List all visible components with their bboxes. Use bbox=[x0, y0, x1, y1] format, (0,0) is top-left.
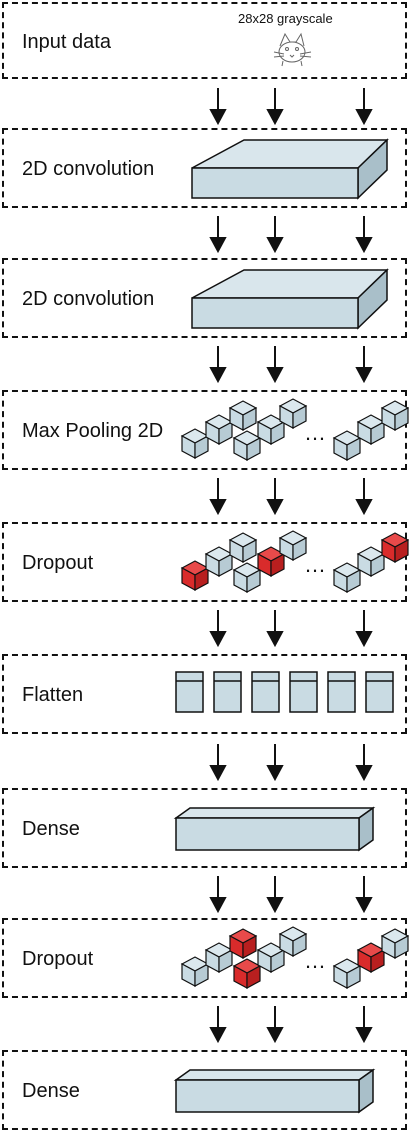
dense-layer: Dense bbox=[2, 1050, 407, 1130]
unit bbox=[204, 546, 234, 578]
layer-label: Dense bbox=[22, 1080, 80, 1102]
flatten-unit bbox=[289, 671, 318, 713]
unit bbox=[232, 562, 262, 594]
unit bbox=[180, 428, 210, 460]
input-caption: 28x28 grayscale bbox=[238, 11, 333, 26]
layer-label: Dense bbox=[22, 818, 80, 840]
conv2d-layer: 2D convolution bbox=[2, 128, 407, 208]
unit bbox=[256, 414, 286, 446]
dense-block bbox=[173, 1068, 376, 1114]
unit bbox=[204, 414, 234, 446]
layer-label: 2D convolution bbox=[22, 288, 155, 310]
arrows bbox=[209, 876, 373, 914]
unit bbox=[180, 956, 210, 988]
dropout-layer: Dropout … bbox=[2, 522, 409, 602]
arrows bbox=[209, 346, 373, 384]
layer-label: Dropout bbox=[22, 552, 94, 574]
layer-label: Dropout bbox=[22, 948, 94, 970]
arrows bbox=[209, 216, 373, 254]
dropout-cubes bbox=[180, 926, 409, 990]
flatten-units bbox=[175, 671, 394, 713]
conv2d-layer: 2D convolution bbox=[2, 258, 407, 338]
dropout-layer: Dropout … bbox=[2, 918, 409, 998]
unit bbox=[228, 400, 258, 432]
dropped-unit bbox=[232, 958, 262, 990]
flatten-unit bbox=[365, 671, 394, 713]
flatten-layer: Flatten bbox=[2, 654, 407, 734]
dropped-unit bbox=[380, 532, 409, 564]
unit bbox=[380, 928, 409, 960]
dropped-unit bbox=[256, 546, 286, 578]
arrows bbox=[209, 88, 373, 126]
dropped-unit bbox=[356, 942, 386, 974]
unit bbox=[228, 532, 258, 564]
layer-label: Flatten bbox=[22, 684, 84, 706]
ellipsis: … bbox=[304, 948, 326, 973]
flatten-unit bbox=[175, 671, 204, 713]
arrows bbox=[209, 610, 373, 648]
unit bbox=[278, 530, 308, 562]
dropout-cubes bbox=[180, 530, 409, 594]
ellipsis: … bbox=[304, 552, 326, 577]
maxpool-layer: Max Pooling 2D … bbox=[2, 390, 409, 470]
flatten-unit bbox=[251, 671, 280, 713]
input-layer: Input data 28x28 grayscale bbox=[2, 2, 407, 79]
unit bbox=[332, 562, 362, 594]
unit bbox=[256, 942, 286, 974]
layer-label: Max Pooling 2D bbox=[22, 420, 164, 442]
dense-block bbox=[173, 806, 376, 852]
flatten-unit bbox=[327, 671, 356, 713]
unit bbox=[278, 926, 308, 958]
unit bbox=[380, 400, 409, 432]
unit bbox=[332, 958, 362, 990]
arrows bbox=[209, 1006, 373, 1044]
layer-label: Input data bbox=[22, 31, 111, 53]
unit bbox=[356, 546, 386, 578]
dropped-unit bbox=[228, 928, 258, 960]
pool-cubes bbox=[180, 398, 409, 462]
dropped-unit bbox=[180, 560, 210, 592]
unit bbox=[232, 430, 262, 462]
dense-layer: Dense bbox=[2, 788, 407, 868]
cat-icon bbox=[273, 32, 312, 67]
conv-block bbox=[191, 268, 389, 330]
flatten-unit bbox=[213, 671, 242, 713]
layer-label: 2D convolution bbox=[22, 158, 155, 180]
unit bbox=[356, 414, 386, 446]
conv-block bbox=[191, 138, 389, 200]
arrows bbox=[209, 478, 373, 516]
arrows bbox=[209, 744, 373, 782]
ellipsis: … bbox=[304, 420, 326, 445]
unit bbox=[332, 430, 362, 462]
unit bbox=[204, 942, 234, 974]
unit bbox=[278, 398, 308, 430]
